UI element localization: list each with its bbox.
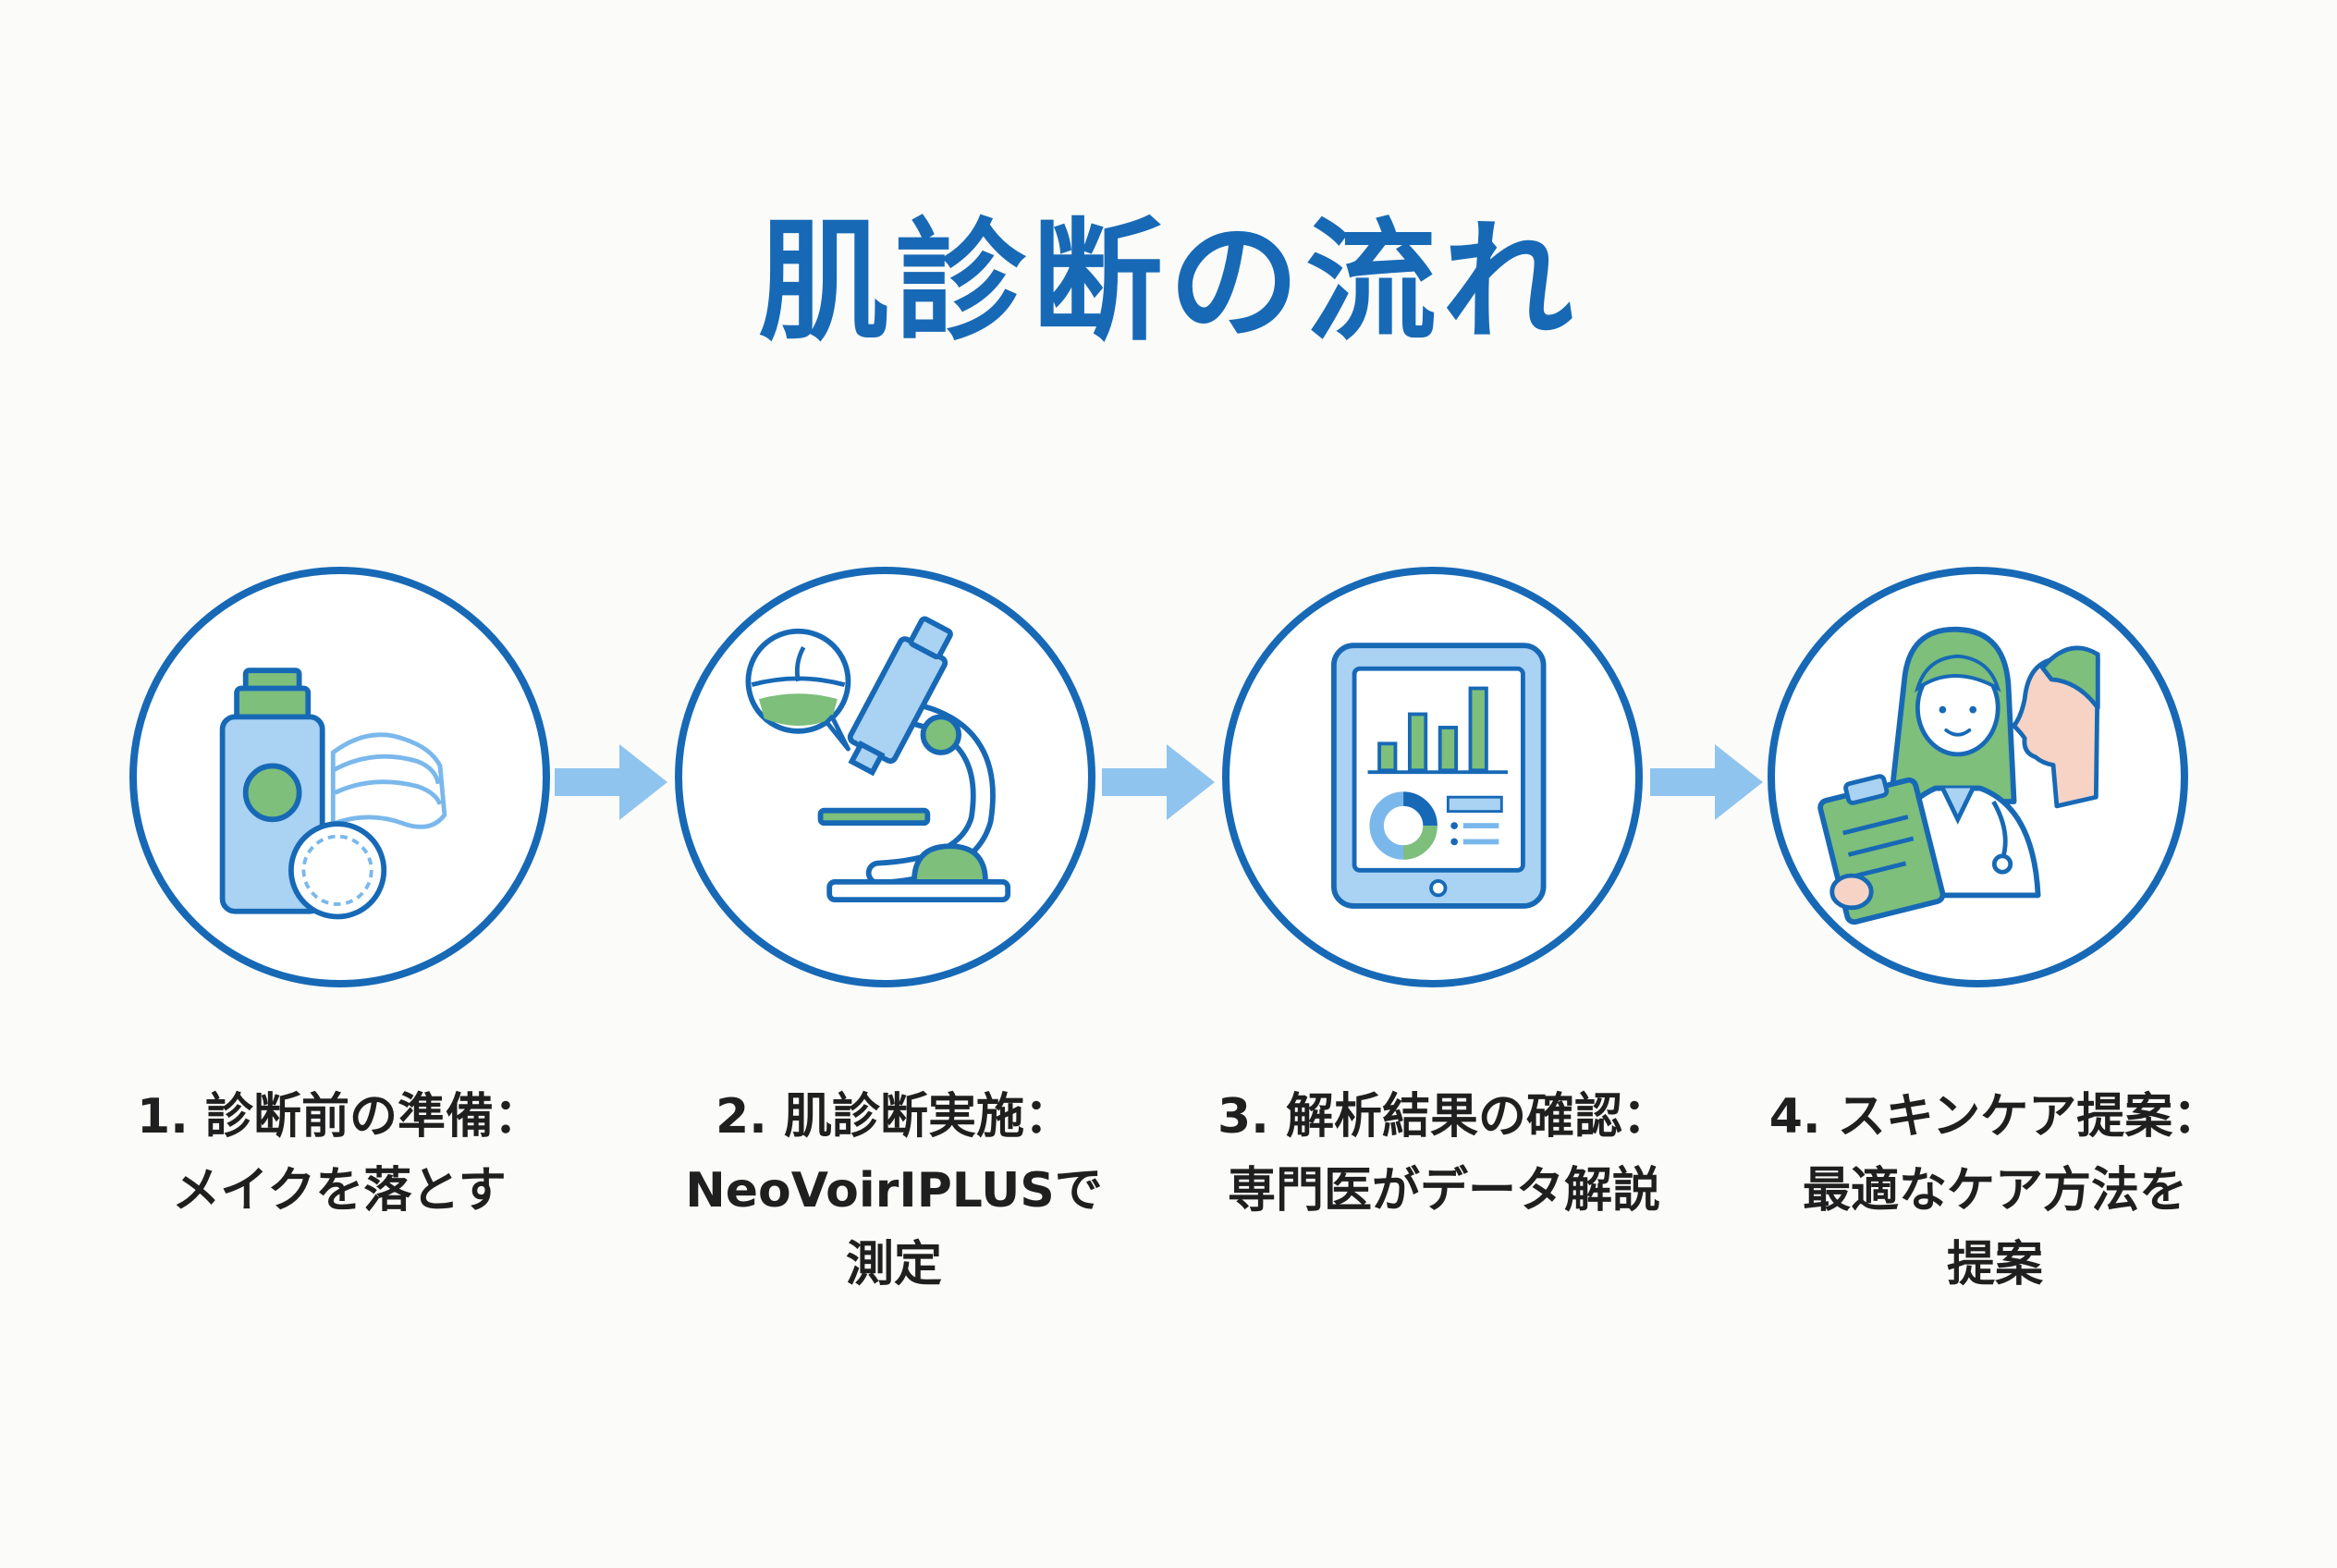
step-2-description: NeoVoirⅠPLUSで <box>685 1163 1103 1219</box>
step-2-heading: 2. 肌診断実施： <box>715 1089 1073 1145</box>
cleanser-bottle-towel-cotton-icon <box>219 668 447 920</box>
step-4-label: 4. スキンケア提案： 最適なケア方法を 提案 <box>1736 1080 2254 1302</box>
step-2-circle <box>675 567 1095 987</box>
arrow-right-icon <box>1102 744 1215 820</box>
step-3-description: 専門医がデータ解説 <box>1227 1163 1660 1219</box>
page-title: 肌診断の流れ <box>758 206 1579 359</box>
tablet-chart-icon <box>1330 643 1547 909</box>
arrow-right-icon <box>555 744 667 820</box>
step-3-circle <box>1222 567 1643 987</box>
doctor-patient-icon <box>1817 626 2100 925</box>
arrow-right-icon <box>1650 744 1763 820</box>
step-4-description-cont: 提案 <box>1946 1237 2043 1292</box>
step-1-label: 1. 診断前の準備： メイクを落とす <box>80 1080 598 1228</box>
step-1-description: メイクを落とす <box>172 1163 507 1219</box>
step-1-circle <box>129 567 550 987</box>
step-4-description: 最適なケア方法を <box>1802 1163 2187 1219</box>
step-4-circle <box>1768 567 2188 987</box>
microscope-skin-icon <box>745 616 1011 903</box>
step-2-label: 2. 肌診断実施： NeoVoirⅠPLUSで 測定 <box>635 1080 1153 1302</box>
step-3-label: 3. 解析結果の確認： 専門医がデータ解説 <box>1185 1080 1703 1228</box>
step-4-heading: 4. スキンケア提案： <box>1768 1089 2221 1145</box>
step-1-heading: 1. 診断前の準備： <box>136 1089 543 1145</box>
step-3-heading: 3. 解析結果の確認： <box>1217 1089 1671 1145</box>
step-2-description-cont: 測定 <box>845 1237 942 1292</box>
